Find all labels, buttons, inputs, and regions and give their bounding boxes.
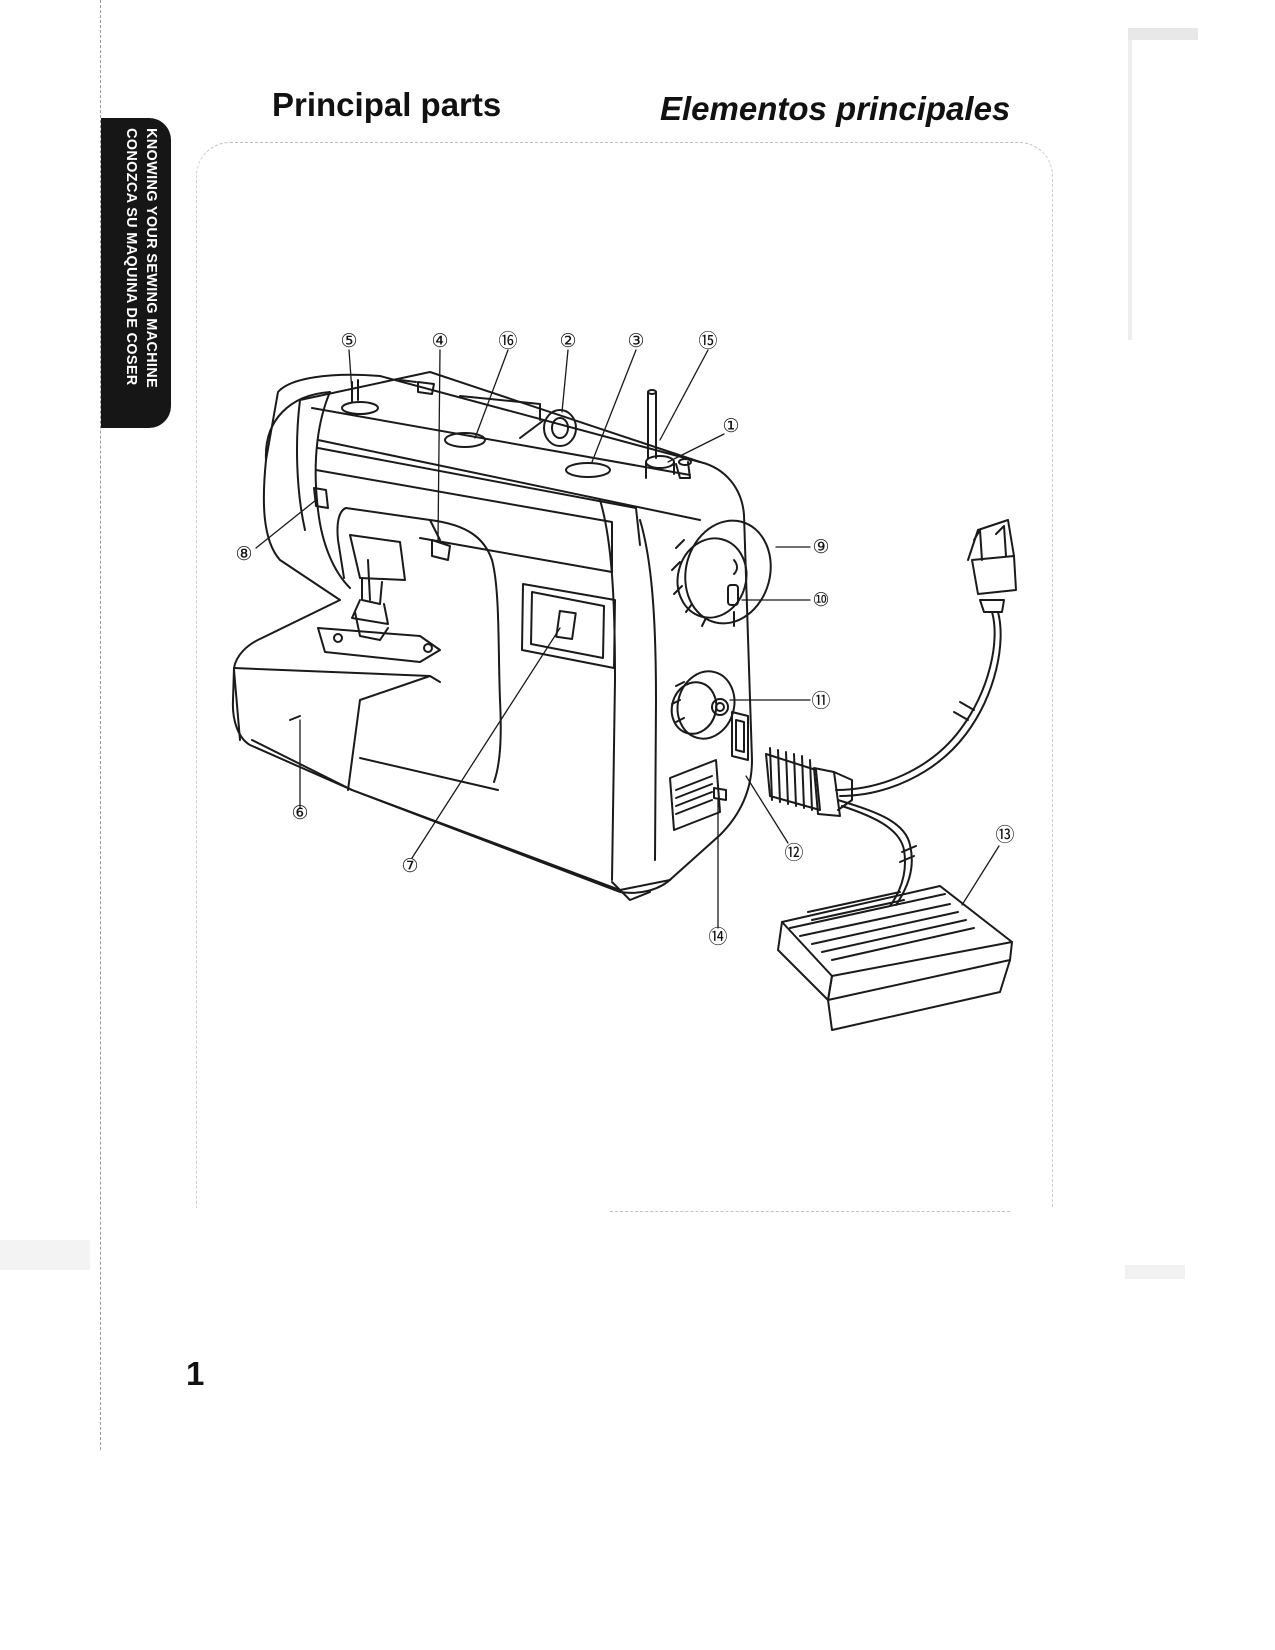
foot-controller-illustration [777, 885, 1013, 1031]
diagram-frame-bottom-line [610, 1211, 1010, 1212]
callout-5: ⑤ [340, 330, 357, 352]
callout-3: ③ [627, 330, 644, 352]
machine-body-illustration [231, 371, 772, 901]
callout-2: ② [559, 330, 576, 352]
callout-9: ⑨ [812, 536, 829, 558]
callout-6: ⑥ [291, 802, 308, 824]
callout-15: ⑮ [698, 330, 717, 352]
scan-speck [0, 1240, 90, 1270]
callout-8: ⑧ [235, 543, 252, 565]
callout-1: ① [722, 415, 739, 437]
callout-7: ⑦ [401, 855, 418, 877]
scan-speck [1128, 28, 1198, 40]
callout-13: ⑬ [995, 824, 1014, 846]
callout-leader-lines [255, 349, 1000, 929]
page-title-spanish: Elementos principales [660, 90, 1011, 127]
power-cord-illustration [765, 519, 1017, 907]
page-title-english: Principal parts [272, 86, 502, 123]
callout-12: ⑫ [784, 842, 803, 864]
binding-edge-line [100, 0, 101, 1450]
scan-speck [1128, 40, 1132, 340]
callout-16: ⑯ [498, 330, 517, 352]
callout-14: ⑭ [708, 926, 727, 948]
chapter-side-tab: KNOWING YOUR SEWING MACHINE CONOZCA SU M… [101, 118, 171, 428]
callout-10: ⑩ [812, 589, 829, 611]
diagram-frame [196, 142, 1053, 1208]
callout-4: ④ [431, 330, 448, 352]
page-number: 1 [186, 1355, 205, 1392]
callout-11: ⑪ [811, 690, 830, 712]
scan-speck [1125, 1265, 1185, 1279]
